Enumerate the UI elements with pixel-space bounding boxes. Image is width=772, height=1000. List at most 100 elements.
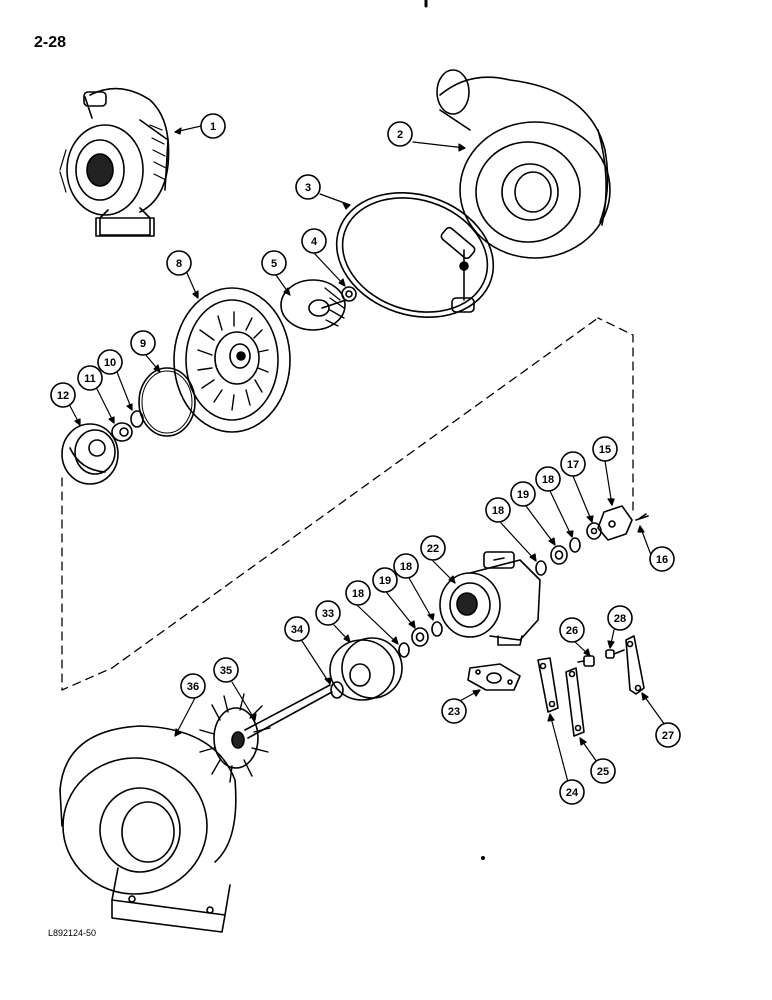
bolt [605,649,625,659]
callout-number: 2 [397,129,403,141]
callout-number: 33 [322,608,334,620]
callout-16: 16 [649,546,675,572]
callout-number: 1 [210,121,216,133]
callout-18: 18 [485,497,511,523]
callout-4: 4 [301,228,327,254]
callout-circle [97,349,123,375]
washer-hole [590,527,598,535]
washer [586,522,602,540]
callout-8: 8 [166,250,192,276]
callout-number: 9 [140,338,146,350]
compressor-housing [436,69,611,259]
screw [635,513,649,521]
bracket-hole [634,684,642,692]
callout-circle [130,330,156,356]
callout-circle [393,553,419,579]
callout-circle [77,365,103,391]
thrust-sleeve [111,422,133,442]
callout-17: 17 [560,451,586,477]
callout-circle [535,466,561,492]
thrust-ring [130,410,144,428]
callout-33: 33 [315,600,341,626]
callout-18: 18 [393,553,419,579]
callout-25: 25 [590,758,616,784]
callout-circle [213,657,239,683]
callout-10: 10 [97,349,123,375]
bracket-hole [548,700,556,708]
callout-circle [50,382,76,408]
dashed-boundary-diagonal [111,317,599,669]
bracket [565,667,585,737]
snap-ring [569,537,581,553]
callout-circle [295,174,321,200]
callout-number: 8 [176,258,182,270]
bolt [577,655,595,667]
callout-3: 3 [295,174,321,200]
callout-circle [166,250,192,276]
callout-circle [441,698,467,724]
seal-insert [61,423,119,485]
figure-code: L892124-50 [48,928,97,938]
snap-ring [398,642,410,658]
bearing-bore [415,632,425,642]
callout-circle [510,481,536,507]
page-number: 2-28 [34,34,67,51]
callout-1: 1 [200,113,226,139]
bracket [537,657,559,713]
callout-11: 11 [77,365,103,391]
callout-number: 25 [597,766,609,778]
callout-number: 26 [566,625,578,637]
callout-number: 23 [448,706,460,718]
o-ring-inner [141,370,193,434]
callout-circle [649,546,675,572]
dashed-boundary [61,317,634,691]
callout-12: 12 [50,382,76,408]
snap-ring [535,560,547,576]
callout-28: 28 [607,605,633,631]
callout-number: 27 [662,730,674,742]
callout-number: 18 [542,474,554,486]
callout-number: 15 [599,444,611,456]
speck [480,855,485,860]
turbocharger-assembly [59,87,170,237]
callout-26: 26 [559,617,585,643]
journal-bearing [550,545,568,565]
turbine-wheel-shaft [199,684,333,783]
bracket-hole [539,662,547,670]
callout-number: 5 [271,258,277,270]
callout-circle [592,436,618,462]
callout-15: 15 [592,436,618,462]
callout-number: 19 [379,575,391,587]
callout-circle [372,567,398,593]
journal-bearing [411,627,429,647]
callout-circle [284,616,310,642]
gasket [467,663,521,691]
callout-22: 22 [420,535,446,561]
callout-number: 18 [352,588,364,600]
callout-number: 18 [400,561,412,573]
callout-circle [485,497,511,523]
callout-circle [387,121,413,147]
leader-lines [68,125,666,783]
callout-19: 19 [510,481,536,507]
o-ring [138,367,196,437]
callout-19: 19 [372,567,398,593]
callout-number: 18 [492,505,504,517]
callout-number: 4 [311,236,318,248]
callout-circle [420,535,446,561]
callout-circle [315,600,341,626]
callout-number: 34 [291,624,304,636]
callout-circle [559,779,585,805]
callout-number: 36 [187,681,199,693]
callout-number: 24 [566,787,579,799]
callout-27: 27 [655,722,681,748]
callout-circle [180,673,206,699]
callout-5: 5 [261,250,287,276]
callout-circle [655,722,681,748]
callout-circle [560,451,586,477]
callout-circle [261,250,287,276]
callout-number: 12 [57,390,69,402]
callout-number: 17 [567,459,579,471]
callout-23: 23 [441,698,467,724]
callout-circle [345,580,371,606]
